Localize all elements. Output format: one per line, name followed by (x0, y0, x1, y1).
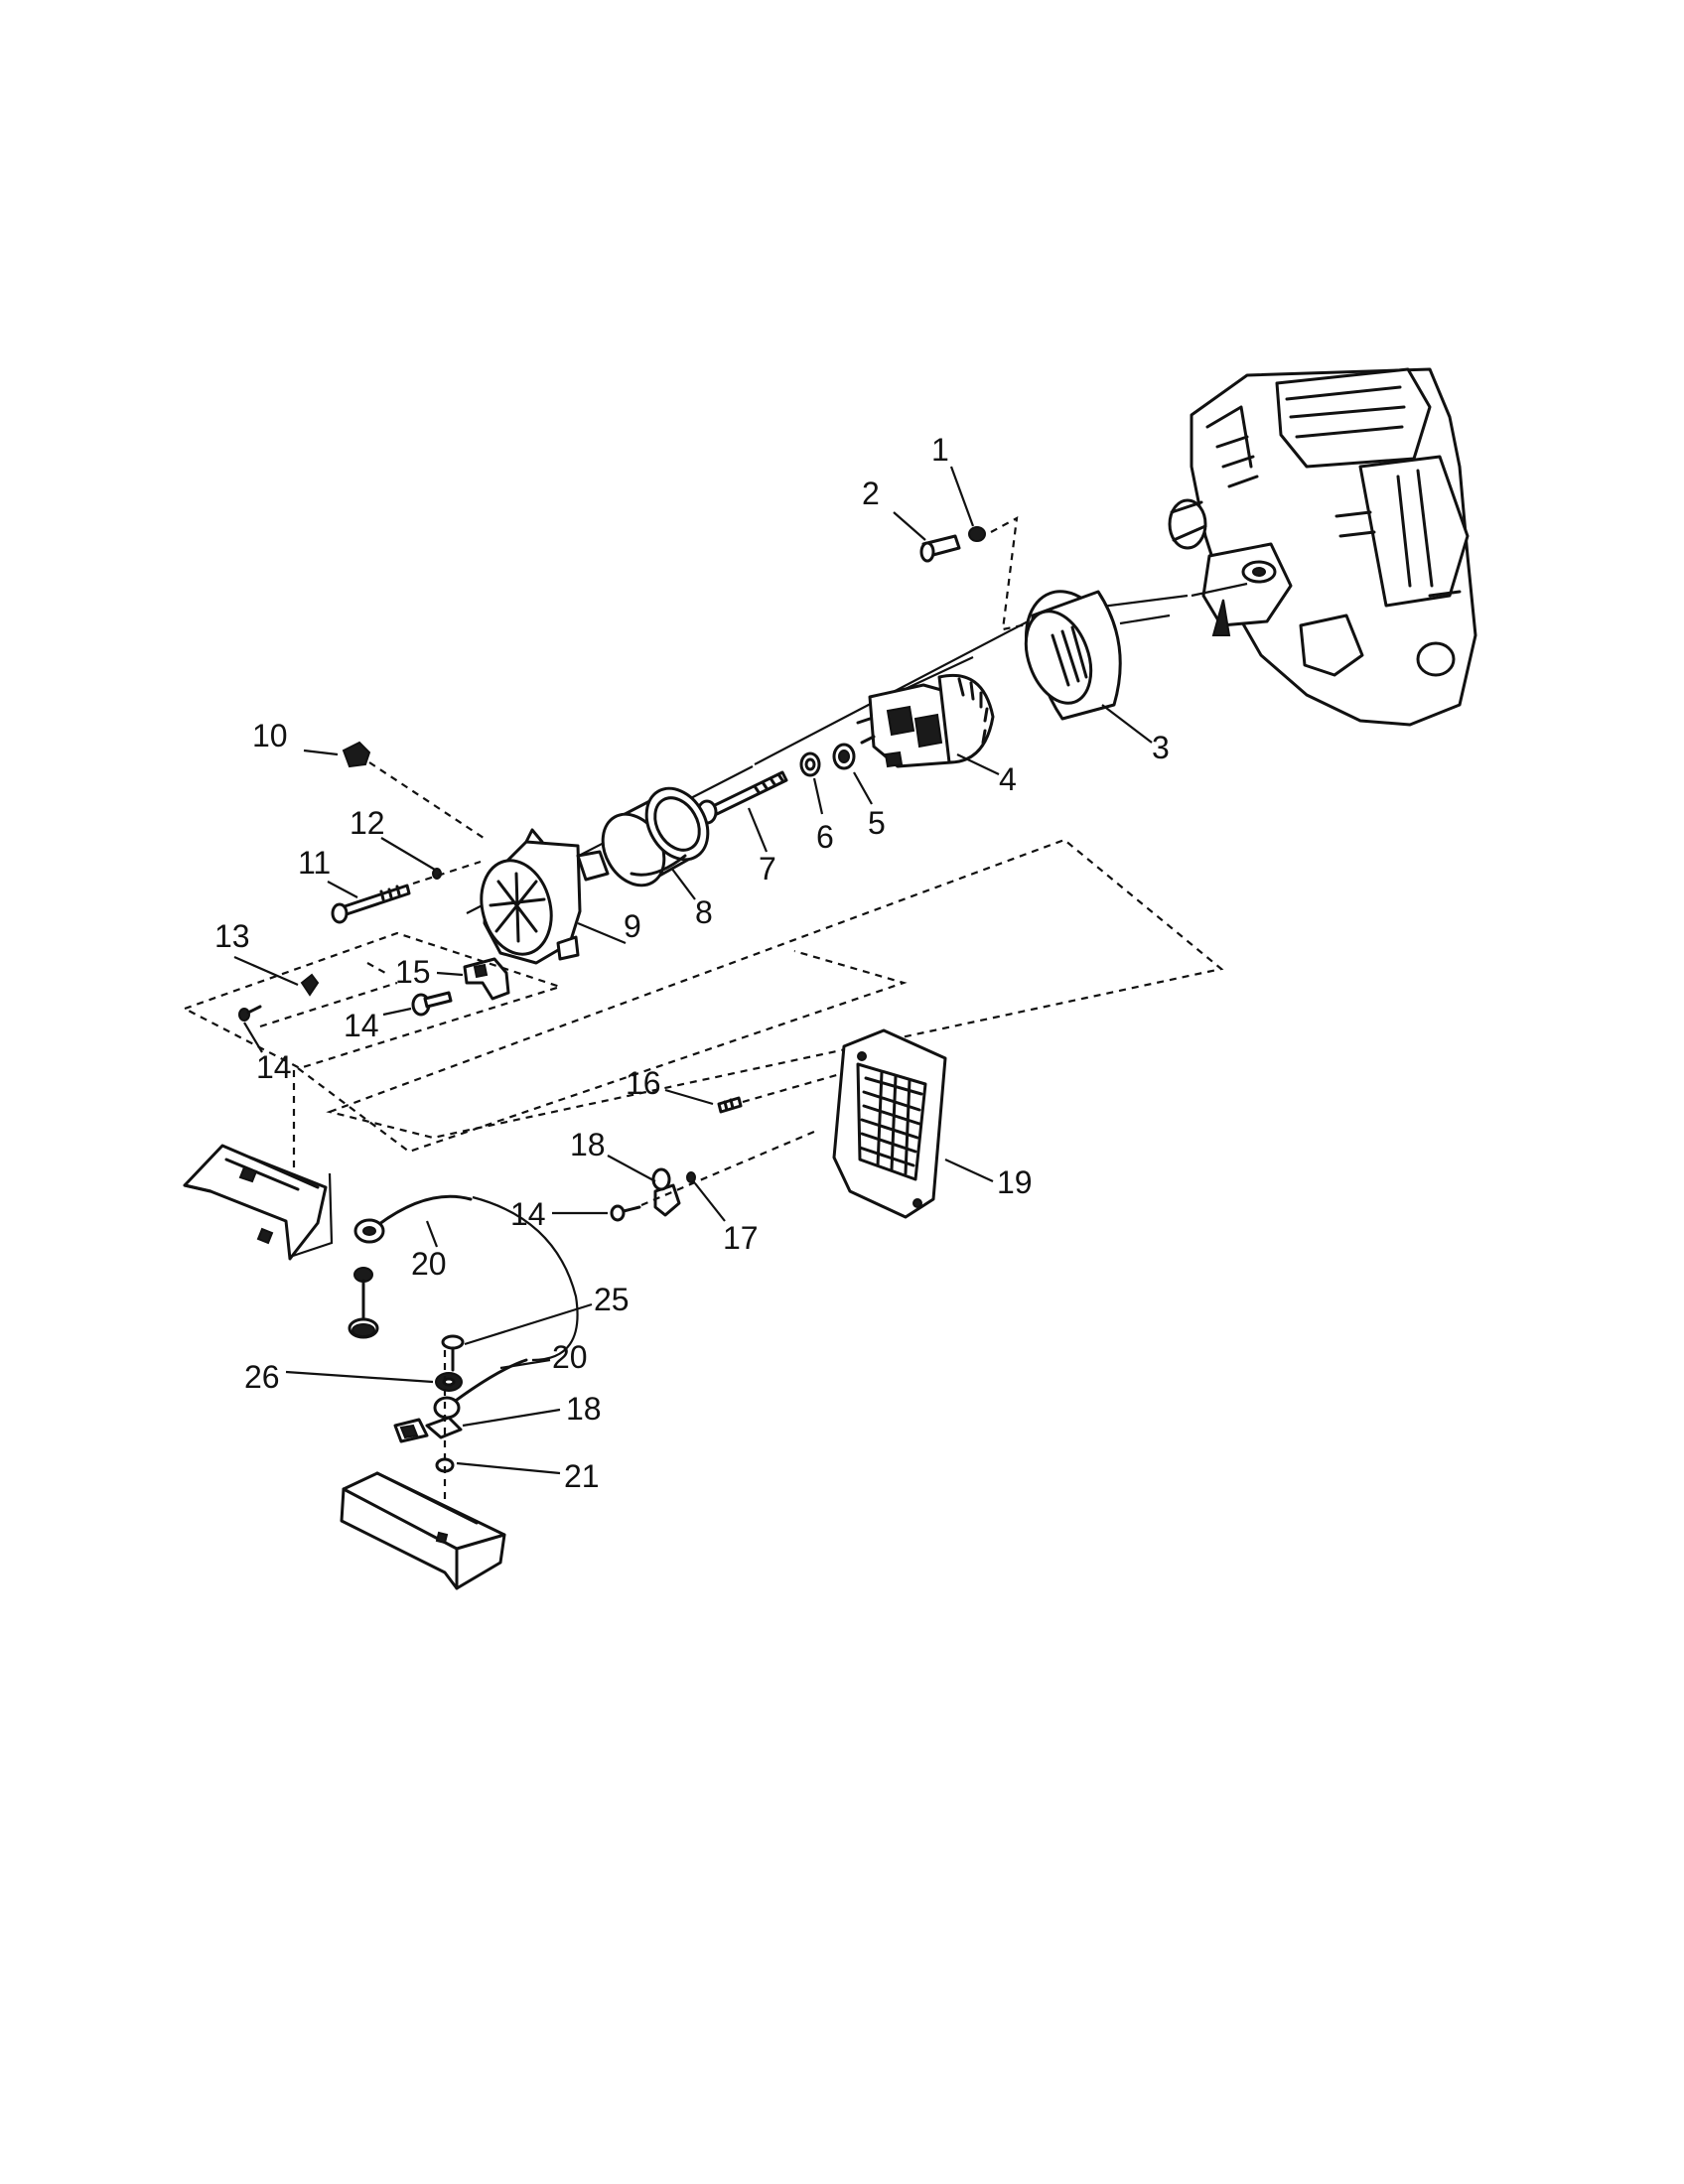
part-19-grille (832, 1028, 947, 1219)
lead-10 (368, 761, 488, 841)
engine (1168, 367, 1477, 727)
part-4-stator (856, 673, 995, 768)
lead-11-12 (412, 860, 482, 886)
callout-7: 7 (759, 851, 776, 887)
callout-20-lower: 20 (552, 1339, 588, 1375)
left-bolt-stack (348, 1267, 379, 1339)
part-7-long-bolt (696, 770, 788, 825)
callout-18-mid: 18 (570, 1127, 606, 1162)
callout-10: 10 (252, 718, 288, 753)
callout-14-left: 14 (256, 1049, 292, 1085)
callout-15: 15 (395, 954, 431, 990)
callout-11: 11 (298, 845, 331, 881)
bottom-channel-bracket (340, 1471, 506, 1590)
part-15-bracket (463, 957, 510, 1001)
callout-2: 2 (862, 476, 880, 511)
part-17-washer (686, 1171, 696, 1183)
callout-25: 25 (594, 1282, 630, 1317)
callout-1: 1 (931, 432, 949, 468)
callout-8: 8 (695, 894, 713, 930)
part-20-cable-upper (353, 1194, 579, 1362)
part-11-screw (331, 884, 411, 924)
part-1-nut (968, 526, 986, 542)
callout-6: 6 (816, 819, 834, 855)
callout-13: 13 (214, 918, 250, 954)
part-18-terminal-low (393, 1416, 463, 1443)
part-10-clip (342, 741, 371, 768)
callout-3: 3 (1152, 730, 1170, 765)
part-25-bolt (441, 1334, 465, 1372)
left-mounting-bracket (183, 1144, 334, 1261)
part-2-bolt (919, 534, 961, 563)
callout-9: 9 (624, 908, 641, 944)
part-3-ring (1024, 590, 1122, 721)
callout-14-right: 14 (510, 1196, 546, 1232)
lead-14-17-18 (640, 1130, 815, 1207)
callout-4: 4 (999, 761, 1017, 797)
callout-26: 26 (244, 1359, 280, 1395)
part-18-terminal-mid (651, 1167, 681, 1217)
part-16-screw (717, 1096, 743, 1114)
lead-1-2 (990, 516, 1052, 631)
dashed-frames (182, 838, 1224, 1181)
callout-12: 12 (350, 805, 385, 841)
callout-leaders (233, 466, 1153, 1475)
part-26-washer (435, 1372, 463, 1392)
part-14-screw-right (610, 1204, 641, 1222)
callout-5: 5 (868, 805, 886, 841)
part-5-washer (832, 743, 856, 770)
part-9-housing (480, 828, 610, 965)
callout-16: 16 (626, 1065, 661, 1101)
part-13-spring-clip (300, 973, 320, 997)
part-14-screw-mid (411, 991, 453, 1017)
callout-21: 21 (564, 1458, 600, 1494)
callout-17: 17 (723, 1220, 759, 1256)
callout-14-mid: 14 (344, 1008, 379, 1043)
callout-20-upper: 20 (411, 1246, 447, 1282)
part-14-screw-left (238, 1005, 262, 1022)
lead-16 (742, 1068, 855, 1104)
callout-labels: 1 2 3 4 5 6 7 8 9 10 11 12 13 14 14 14 1… (214, 432, 1170, 1494)
callout-18-low: 18 (566, 1391, 602, 1427)
part-8-sleeve (601, 786, 710, 887)
callout-19: 19 (997, 1164, 1033, 1200)
part-6-washer (799, 751, 821, 777)
